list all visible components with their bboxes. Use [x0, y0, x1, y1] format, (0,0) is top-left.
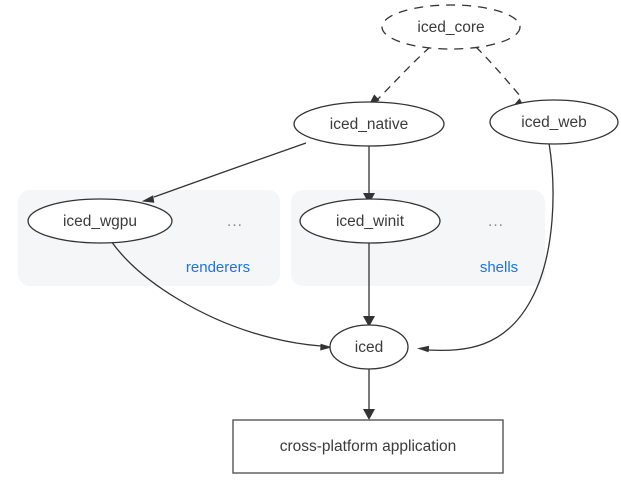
node-application-shape[interactable] [232, 419, 504, 474]
edge-iced_web-to-iced [417, 142, 554, 353]
arrow-head-icon [417, 345, 430, 353]
cluster-renderers-ellipsis: ... [227, 213, 243, 230]
arrow-head-icon [363, 316, 375, 327]
edge-line [110, 240, 322, 347]
edge-iced_core-to-iced_web [475, 46, 526, 110]
node-iced_winit[interactable]: iced_winit [299, 198, 441, 244]
edge-line [377, 46, 431, 100]
node-application[interactable]: cross-platform application [232, 419, 504, 474]
edge-iced_wgpu-to-iced [110, 240, 333, 351]
node-iced_web[interactable]: iced_web [489, 99, 619, 145]
node-iced_web-shape[interactable] [489, 99, 619, 145]
node-iced_core-label: iced_core [417, 19, 484, 36]
edge-iced-to-application [363, 369, 375, 420]
arrow-head-icon [320, 343, 333, 351]
node-iced_native-label: iced_native [330, 116, 408, 133]
node-iced_wgpu-label: iced_wgpu [63, 213, 137, 230]
node-iced-label: iced [355, 339, 383, 356]
edge-line [427, 142, 554, 352]
arrow-head-icon [363, 409, 375, 420]
node-iced_wgpu-shape[interactable] [27, 198, 173, 244]
edge-iced_native-to-iced_winit [363, 146, 375, 204]
edge-line [153, 142, 307, 198]
cluster-shells-label: shells [480, 259, 518, 276]
node-iced_native-shape[interactable] [293, 101, 445, 147]
edge-iced_native-to-iced_wgpu [141, 142, 307, 203]
edge-line [475, 46, 522, 98]
cluster-shells-ellipsis: ... [488, 213, 504, 230]
cluster-renderers-label: renderers [186, 259, 250, 276]
node-iced_core[interactable]: iced_core [381, 4, 521, 50]
arrow-head-icon [141, 195, 155, 203]
node-iced[interactable]: iced [329, 324, 409, 370]
node-iced_native[interactable]: iced_native [293, 101, 445, 147]
node-application-label: cross-platform application [280, 438, 457, 455]
node-iced_wgpu[interactable]: iced_wgpu [27, 198, 173, 244]
edge-iced_winit-to-iced [363, 242, 375, 327]
node-iced_web-label: iced_web [521, 114, 587, 131]
node-iced_winit-label: iced_winit [336, 213, 405, 230]
node-iced_core-shape[interactable] [381, 4, 521, 50]
node-iced-shape[interactable] [329, 324, 409, 370]
edge-iced_core-to-iced_native [368, 46, 431, 106]
node-iced_winit-shape[interactable] [299, 198, 441, 244]
